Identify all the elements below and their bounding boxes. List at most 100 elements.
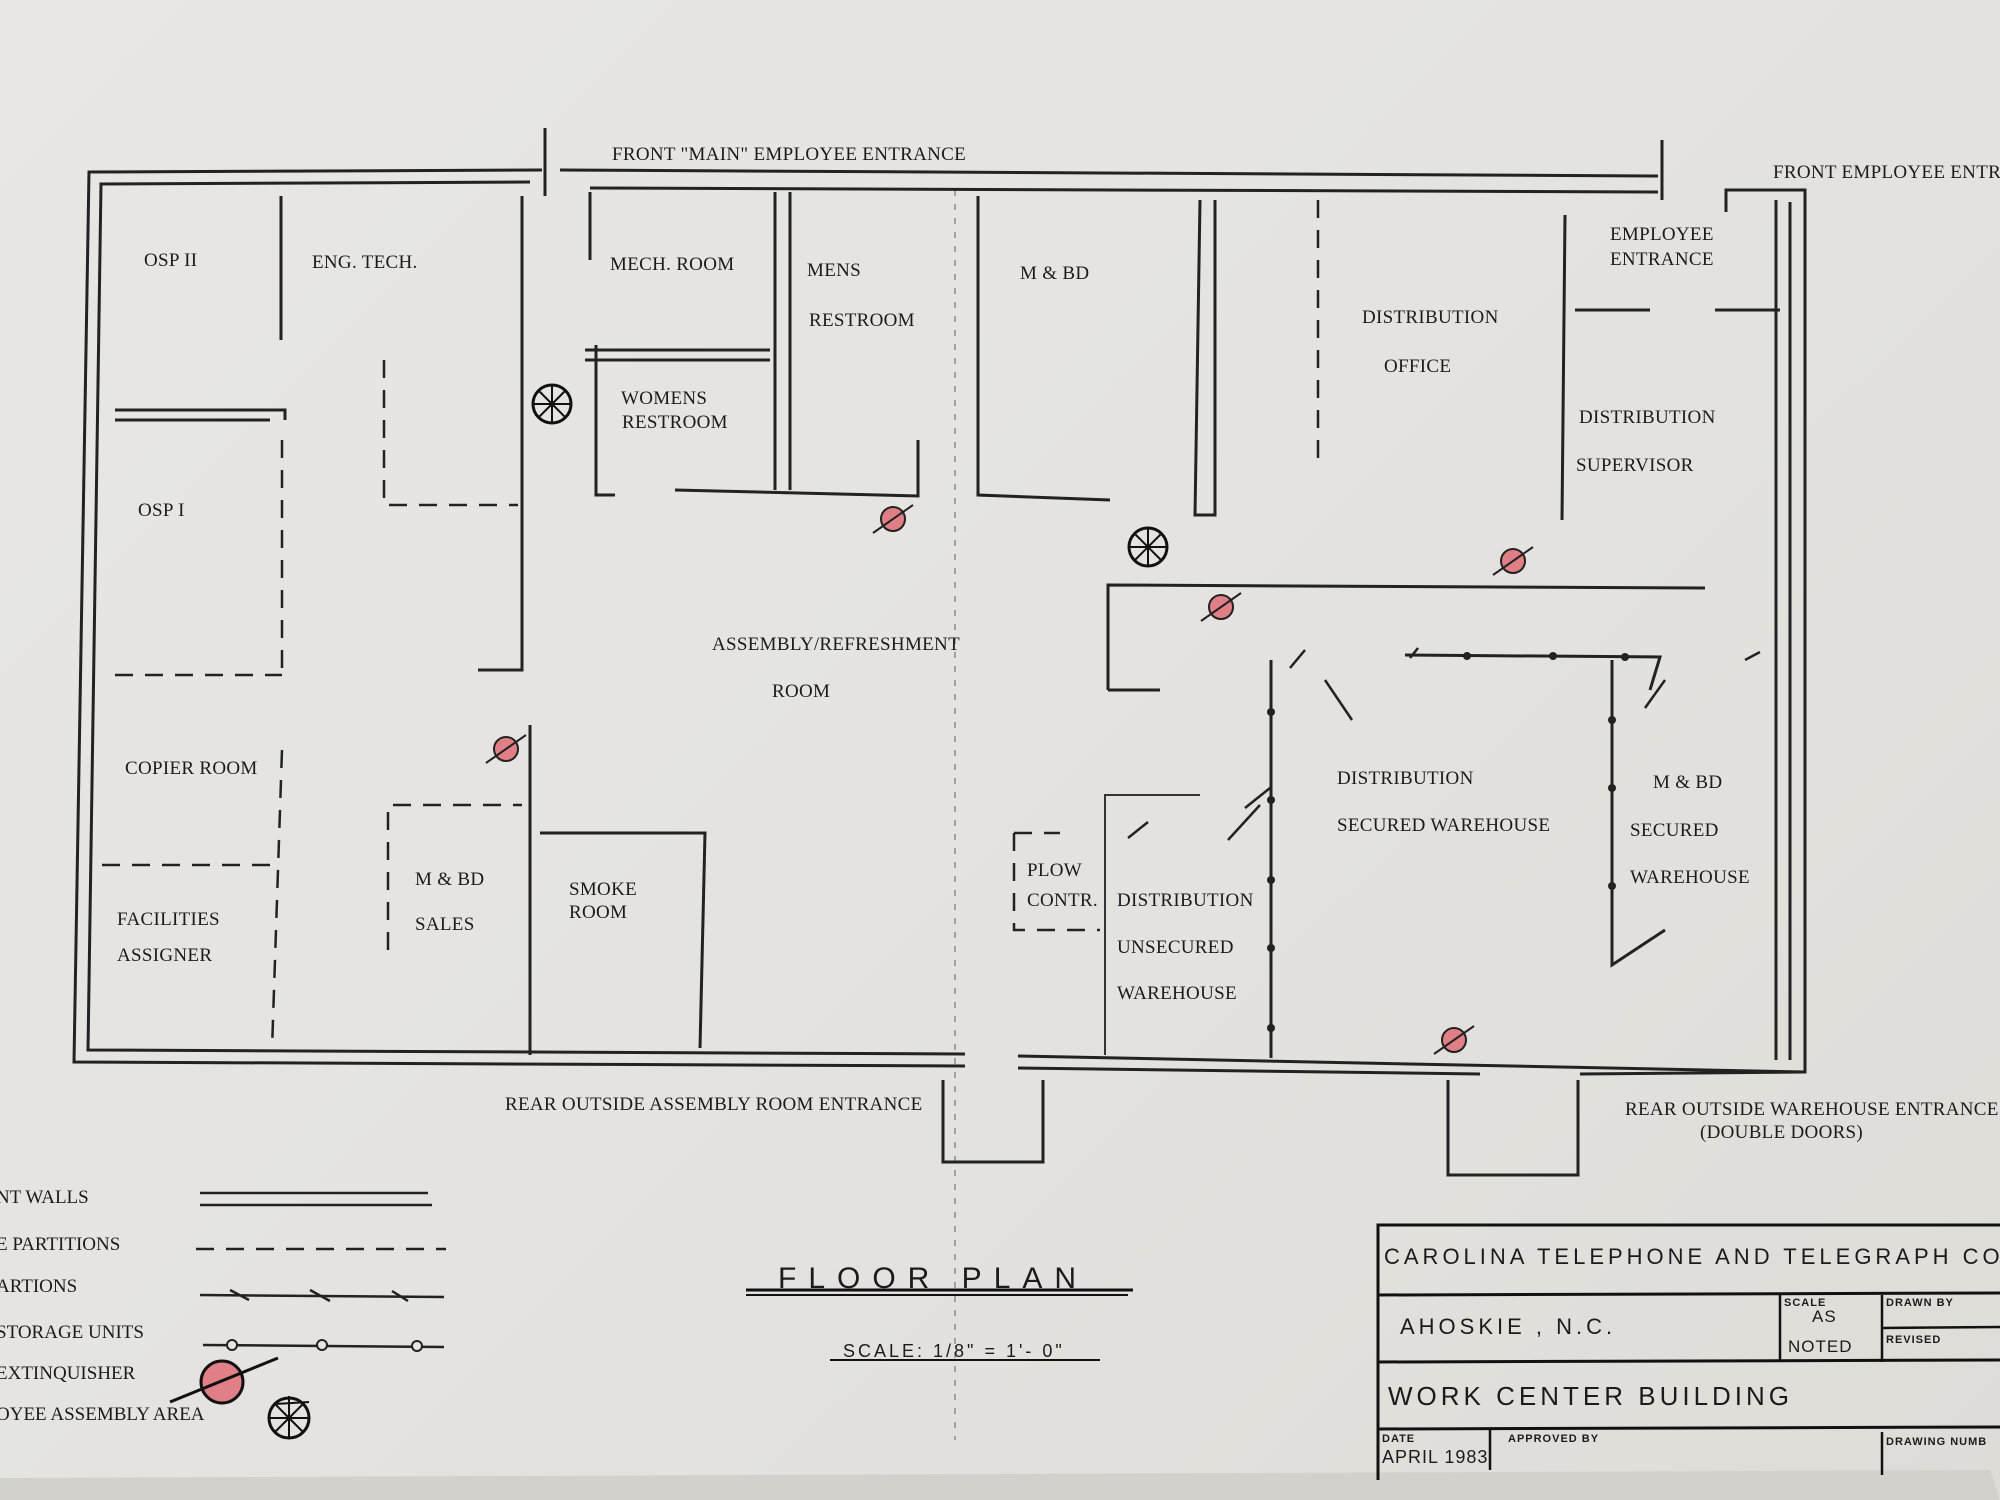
room-distribution-office-l1: DISTRIBUTION (1362, 307, 1499, 328)
partition-engtech (382, 360, 518, 507)
storage-unit-post (1608, 716, 1616, 724)
wall-unsecured-warehouse (1104, 794, 1200, 1055)
partition-tick (1244, 787, 1271, 809)
front-employee-entrance-label: FRONT EMPLOYEE ENTRAN (1773, 162, 2000, 183)
fire-extinguisher-slash (872, 504, 914, 534)
revised-label: REVISED (1886, 1334, 1941, 1346)
symbols (485, 383, 1761, 1055)
room-employee-entrance-l2: ENTRANCE (1610, 249, 1714, 270)
room-distribution-supervisor-l2: SUPERVISOR (1576, 455, 1694, 476)
room-dist-unsecured-l3: WAREHOUSE (1117, 983, 1237, 1004)
room-plow-l2: CONTR. (1027, 890, 1098, 911)
room-mens-restroom-l2: RESTROOM (809, 310, 915, 331)
front-main-entrance-label: FRONT "MAIN" EMPLOYEE ENTRANCE (612, 144, 966, 165)
room-osp-1: OSP I (138, 500, 185, 521)
room-facilities-l2: ASSIGNER (117, 945, 212, 966)
scale-note: SCALE: 1/8" = 1'- 0" (843, 1341, 1065, 1361)
room-dist-secured-l1: DISTRIBUTION (1337, 768, 1474, 789)
legend-assembly-area-icon (267, 1396, 311, 1440)
wall-supervisor-left (1560, 214, 1567, 521)
room-osp-2: OSP II (144, 250, 197, 271)
wall-mbd-top (976, 196, 1111, 502)
scale-value-1: AS (1812, 1307, 1837, 1326)
exterior-wall (1017, 188, 1807, 1074)
partition-tick (1744, 650, 1761, 662)
storage-unit-post (1267, 1024, 1275, 1032)
room-mech-room: MECH. ROOM (610, 254, 734, 275)
storage-unit-wall (1610, 660, 1666, 968)
approved-by-label: APPROVED BY (1508, 1433, 1599, 1445)
building-name: WORK CENTER BUILDING (1388, 1381, 1793, 1411)
fire-extinguisher-slash (1200, 592, 1242, 622)
room-assembly-l1: ASSEMBLY/REFRESHMENT (712, 634, 960, 655)
room-facilities-l1: FACILITIES (117, 909, 220, 930)
room-dist-secured-l2: SECURED WAREHOUSE (1337, 815, 1550, 836)
wall-smoke-room (540, 831, 707, 1049)
partition-tick (1323, 679, 1354, 721)
storage-unit-post (1267, 944, 1275, 952)
location: AHOSKIE , N.C. (1400, 1314, 1616, 1339)
fire-extinguisher-slash (1492, 546, 1534, 576)
exterior-wall (72, 168, 966, 1068)
storage-unit-wall (1404, 653, 1663, 691)
legend-label-storage-units: STORAGE UNITS (0, 1322, 144, 1343)
legend-label-assembly-area: OYEE ASSEMBLY AREA (0, 1404, 205, 1425)
assembly-area-icon (531, 383, 573, 425)
partition-tick (1127, 821, 1149, 839)
exterior-wall (559, 168, 1659, 178)
company-name: CAROLINA TELEPHONE AND TELEGRAPH COM (1384, 1244, 2000, 1269)
storage-unit-post (1267, 796, 1275, 804)
storage-unit-post (1608, 784, 1616, 792)
room-mbd-secured-l2: SECURED (1630, 820, 1719, 841)
room-labels: FRONT "MAIN" EMPLOYEE ENTRANCE FRONT EMP… (117, 144, 2000, 1143)
exterior-wall (86, 180, 966, 1056)
wall-restroom-bottom (674, 440, 920, 498)
exterior-wall (1579, 1070, 1806, 1076)
room-assembly-l2: ROOM (772, 681, 830, 702)
room-distribution-supervisor-l1: DISTRIBUTION (1579, 407, 1716, 428)
storage-unit-post (1267, 708, 1275, 716)
room-mbd-sales-l1: M & BD (415, 869, 484, 890)
room-mens-restroom-l1: MENS (807, 260, 861, 281)
room-copier: COPIER ROOM (125, 758, 258, 779)
partition-tick (1289, 649, 1306, 669)
rear-assembly-entrance-stoop (941, 1080, 1045, 1164)
room-womens-restroom-l2: RESTROOM (622, 412, 728, 433)
rear-warehouse-entrance-stoop (1446, 1080, 1580, 1177)
room-dist-unsecured-l2: UNSECURED (1117, 937, 1234, 958)
wall-osp1-top (115, 408, 287, 420)
room-plow-l1: PLOW (1027, 860, 1082, 881)
walls (72, 128, 1807, 1177)
partition-copier-right (270, 749, 284, 1051)
fire-extinguisher-slash (1433, 1025, 1475, 1055)
legend-label-extinguisher: EXTINQUISHER (0, 1363, 136, 1384)
rear-warehouse-entrance-label: REAR OUTSIDE WAREHOUSE ENTRANCE (1625, 1099, 1999, 1120)
storage-unit-post (1463, 652, 1471, 660)
storage-unit-post (1621, 653, 1629, 661)
paper-edge (0, 1470, 2000, 1500)
legend-partition-line (199, 1288, 445, 1303)
rear-warehouse-double-doors-label: (DOUBLE DOORS) (1700, 1122, 1863, 1143)
title-block: CAROLINA TELEPHONE AND TELEGRAPH COM AHO… (1376, 1223, 2000, 1480)
room-eng-tech: ENG. TECH. (312, 252, 418, 273)
storage-unit-post (1549, 652, 1557, 660)
wall-warehouse-top (1106, 583, 1706, 690)
date-label: DATE (1382, 1433, 1415, 1445)
date-value: APRIL 1983 (1382, 1447, 1488, 1467)
scale-value-2: NOTED (1788, 1337, 1853, 1356)
legend-label-partitions: E PARTITIONS (0, 1234, 120, 1255)
assembly-area-icon (1127, 526, 1169, 568)
room-mbd-top: M & BD (1020, 263, 1089, 284)
room-womens-restroom-l1: WOMENS (621, 388, 707, 409)
wall-womens-left (594, 345, 615, 497)
storage-unit-post (1608, 882, 1616, 890)
room-employee-entrance-l1: EMPLOYEE (1610, 224, 1714, 245)
drawn-by-label: DRAWN BY (1886, 1297, 1954, 1309)
legend-extinguisher-icon (169, 1356, 279, 1405)
partition-tick (1643, 679, 1667, 709)
rear-assembly-entrance-label: REAR OUTSIDE ASSEMBLY ROOM ENTRANCE (505, 1094, 922, 1115)
room-smoke-l1: SMOKE (569, 879, 637, 900)
legend: NT WALLS E PARTITIONS ARTIONS STORAGE UN… (0, 1187, 446, 1440)
